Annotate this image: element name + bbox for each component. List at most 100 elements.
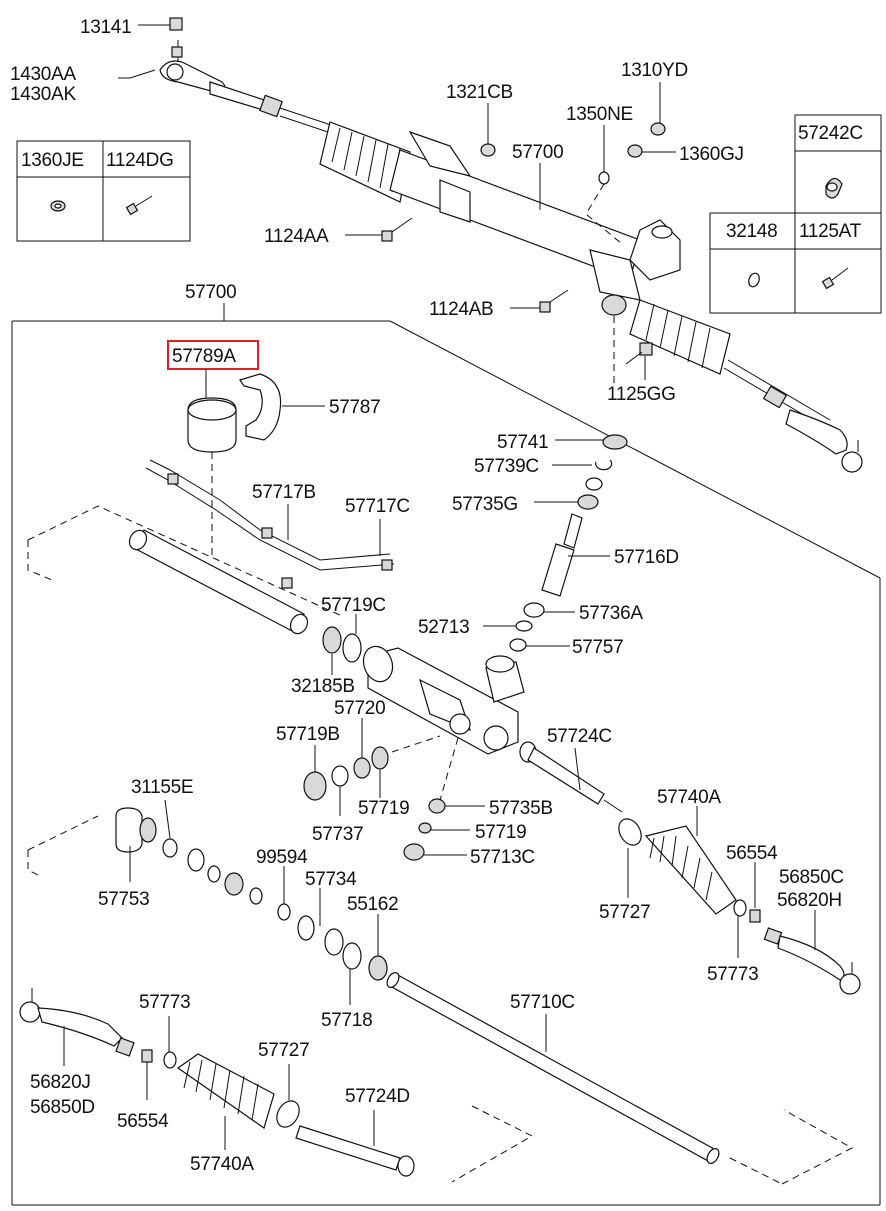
label-57740a-l: 57740A xyxy=(190,1154,254,1175)
bolt-1124aa-icon xyxy=(381,217,413,242)
washer-57737-icon xyxy=(331,765,349,787)
label-1350ne: 1350NE xyxy=(566,104,633,125)
label-57734: 57734 xyxy=(305,869,357,890)
label-57724d: 57724D xyxy=(345,1086,410,1107)
part-labels: 13141 1430AA 1430AK 1321CB 1310YD 1350NE… xyxy=(10,17,844,1175)
ring-57734-icon xyxy=(297,915,315,941)
washer-57741-icon xyxy=(602,434,628,450)
label-13141: 13141 xyxy=(80,17,131,38)
bushing-57789a-icon xyxy=(187,397,237,453)
ring-55162-icon xyxy=(368,955,388,981)
nut-1360gj-icon xyxy=(627,144,643,158)
bushing-57753-icon xyxy=(115,807,157,853)
feed-pipes-icon xyxy=(145,459,395,589)
label-57735b: 57735B xyxy=(489,798,553,819)
label-57735g: 57735G xyxy=(452,494,518,515)
gear-housing-icon xyxy=(362,645,525,755)
inner-tie-rod-57724d-icon xyxy=(295,1125,415,1177)
label-57700-top: 57700 xyxy=(512,142,563,163)
nut-1310yd-icon xyxy=(650,122,666,136)
label-1430ak: 1430AK xyxy=(10,84,76,105)
outer-tie-rod-end-l-icon xyxy=(19,988,135,1057)
label-57737: 57737 xyxy=(312,824,363,845)
exploded-parts xyxy=(19,370,861,1185)
legend-code-57242c: 57242C xyxy=(798,123,863,144)
label-1321cb: 1321CB xyxy=(446,82,513,103)
legend-box-32148-1125at: 32148 1125AT xyxy=(709,212,882,314)
clip-57713c-icon xyxy=(403,843,425,861)
top-leader-lines xyxy=(118,24,676,386)
bolt-1125gg-icon xyxy=(625,342,653,365)
cylinder-tube-icon xyxy=(128,529,309,635)
nut-56554-r-icon xyxy=(749,909,761,923)
legend-box-1360je-1124dg: 1360JE 1124DG xyxy=(16,140,191,242)
label-57710c: 57710C xyxy=(510,992,575,1013)
label-1125gg: 1125GG xyxy=(607,384,676,405)
pinion-valve-57716d-icon xyxy=(541,513,583,597)
label-1360gj: 1360GJ xyxy=(679,144,744,165)
seal-57736a-icon xyxy=(523,602,545,618)
label-1124aa: 1124AA xyxy=(264,226,329,247)
label-57719-b: 57719 xyxy=(475,822,526,843)
bolt-icon xyxy=(821,267,849,290)
label-57700-assy: 57700 xyxy=(185,282,236,303)
label-99594: 99594 xyxy=(256,847,308,868)
label-57719c: 57719C xyxy=(321,595,386,616)
label-31155e: 31155E xyxy=(131,777,193,798)
label-56850c: 56850C xyxy=(779,867,844,888)
legend-code-32148: 32148 xyxy=(726,221,777,242)
nut-13141-icon xyxy=(169,17,183,31)
label-55162: 55162 xyxy=(347,894,398,915)
label-52713: 52713 xyxy=(418,617,469,638)
ring-99594-icon xyxy=(277,903,291,921)
label-57720: 57720 xyxy=(334,698,385,719)
label-57727-l: 57727 xyxy=(258,1040,309,1061)
fitting-57719-icon xyxy=(371,746,389,770)
label-56820h: 56820H xyxy=(777,890,842,911)
snap-ring-57739c-icon xyxy=(595,459,613,471)
ring-57757-icon xyxy=(509,638,527,652)
legend-code-1125at: 1125AT xyxy=(799,221,862,242)
label-57787: 57787 xyxy=(329,397,380,418)
rack-57710c-icon xyxy=(386,972,720,1164)
outer-tie-rod-end-r-icon xyxy=(763,927,861,995)
label-56554-l: 56554 xyxy=(117,1111,169,1132)
seal-57735b-icon xyxy=(428,798,446,814)
boot-57740a-r-icon xyxy=(644,825,737,915)
seal-57735g-icon xyxy=(577,494,599,510)
legend-code-1360je: 1360JE xyxy=(21,150,84,171)
label-57757: 57757 xyxy=(572,637,623,658)
label-57773-l: 57773 xyxy=(139,992,190,1013)
label-57713c: 57713C xyxy=(470,847,535,868)
inner-tie-rod-57724c-icon xyxy=(519,741,623,813)
highlight-box-57789a xyxy=(167,340,259,370)
washer-1350ne-icon xyxy=(598,171,610,185)
ring-57719-icon xyxy=(418,822,432,834)
assembly-frame xyxy=(11,303,881,1206)
clamp-57773-r-icon xyxy=(733,899,747,917)
label-56820j: 56820J xyxy=(30,1072,91,1093)
bolt-icon xyxy=(125,195,153,216)
ring-52713-icon xyxy=(515,620,533,632)
label-1430aa: 1430AA xyxy=(10,64,76,85)
ring-31155e-icon xyxy=(162,838,178,858)
label-57753: 57753 xyxy=(98,889,149,910)
label-57718: 57718 xyxy=(321,1010,372,1031)
label-57717b: 57717B xyxy=(252,482,316,503)
clamp-57727-l-icon xyxy=(276,1100,300,1128)
label-57719b: 57719B xyxy=(276,724,340,745)
legend-box-57242c: 57242C xyxy=(794,114,882,314)
label-57741: 57741 xyxy=(497,432,548,453)
top-small-parts xyxy=(129,17,666,365)
clip-icon xyxy=(825,177,843,199)
label-57789a: 57789A xyxy=(172,346,236,367)
nut-1321cb-icon xyxy=(480,143,496,157)
legend-code-1124dg: 1124DG xyxy=(106,150,174,171)
bolt-1124ab-icon xyxy=(539,289,569,313)
boot-57740a-l-icon xyxy=(176,1053,275,1129)
ring-57718-icon xyxy=(342,942,362,970)
label-57727-r: 57727 xyxy=(599,902,650,923)
label-56850d: 56850D xyxy=(30,1097,95,1118)
label-57724c: 57724C xyxy=(547,726,612,747)
fitting-57720-icon xyxy=(353,757,371,779)
